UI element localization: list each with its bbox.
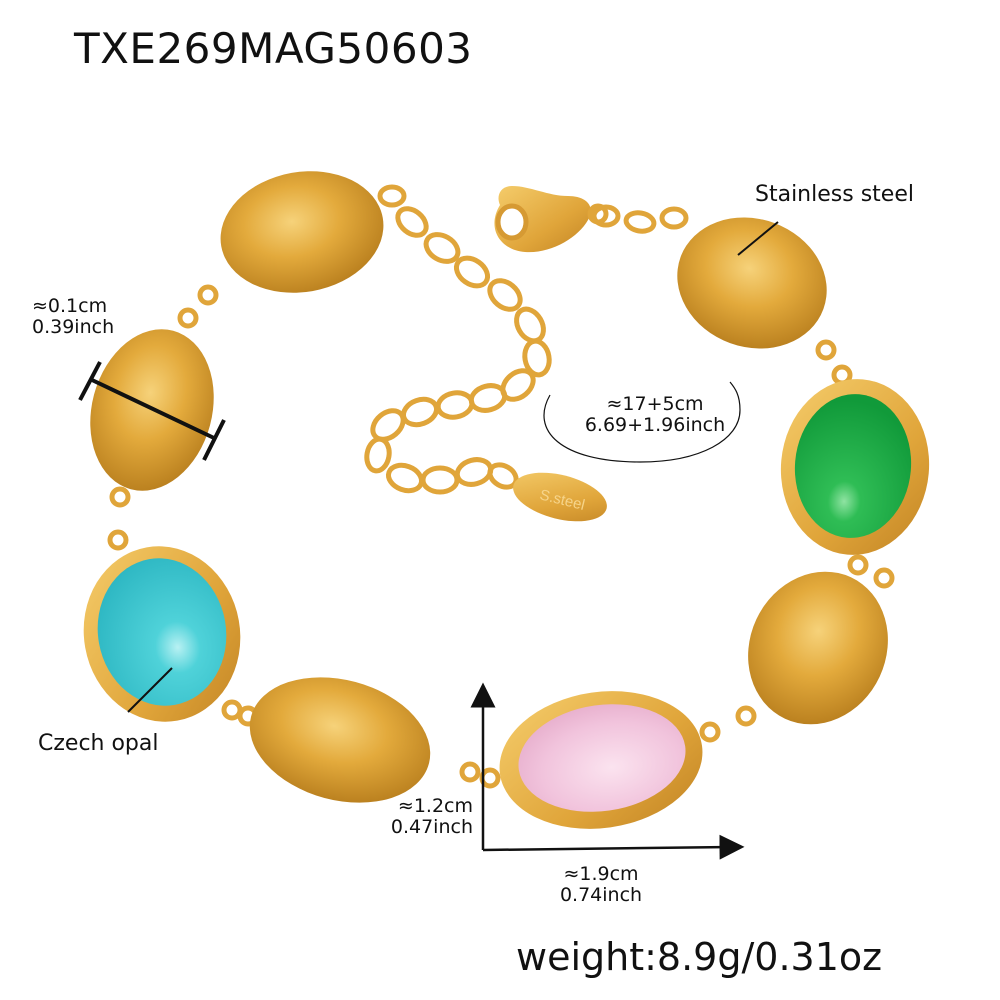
stone-label: Czech opal: [38, 731, 159, 756]
stone-height-imperial: 0.47inch: [390, 815, 473, 838]
length-arc: [543, 381, 741, 463]
gold-bead-right: [748, 571, 888, 725]
gold-bead-top-right: [677, 217, 827, 349]
length-label: ≈17+5cm 6.69+1.96inch: [560, 394, 750, 435]
material-pointer-line: [737, 221, 779, 256]
stone-height-label: ≈1.2cm 0.47inch: [360, 796, 473, 837]
stone-height-metric: ≈1.2cm: [397, 795, 473, 817]
stone-width-metric: ≈1.9cm: [563, 863, 639, 885]
gold-bead-top-left: [220, 171, 384, 293]
product-code: TXE269MAG50603: [74, 24, 473, 73]
bead-size-label: ≈0.1cm 0.39inch: [32, 296, 114, 337]
annotation-lines: [78, 221, 779, 860]
stone-width-imperial: 0.74inch: [559, 883, 643, 906]
green-stone: [780, 379, 930, 555]
weight-label: weight:8.9g/0.31oz: [516, 935, 883, 979]
bead-size-imperial: 0.39inch: [32, 315, 115, 338]
extender-chain: [364, 184, 689, 495]
stone-pointer-line: [127, 667, 173, 713]
bead-size-metric: ≈0.1cm: [32, 295, 108, 317]
steel-tag: S.steel: [513, 472, 607, 522]
bead-dimension-line: [91, 378, 215, 440]
turquoise-stone: [83, 546, 241, 722]
length-metric: ≈17+5cm: [606, 393, 704, 415]
width-arrow: [482, 834, 745, 860]
lobster-clasp-icon: [494, 186, 609, 253]
pink-stone: [499, 691, 703, 829]
length-imperial: 6.69+1.96inch: [584, 413, 726, 436]
material-label: Stainless steel: [755, 182, 914, 207]
stone-width-label: ≈1.9cm 0.74inch: [536, 864, 666, 905]
gold-bead-bottom-left: [249, 677, 431, 803]
